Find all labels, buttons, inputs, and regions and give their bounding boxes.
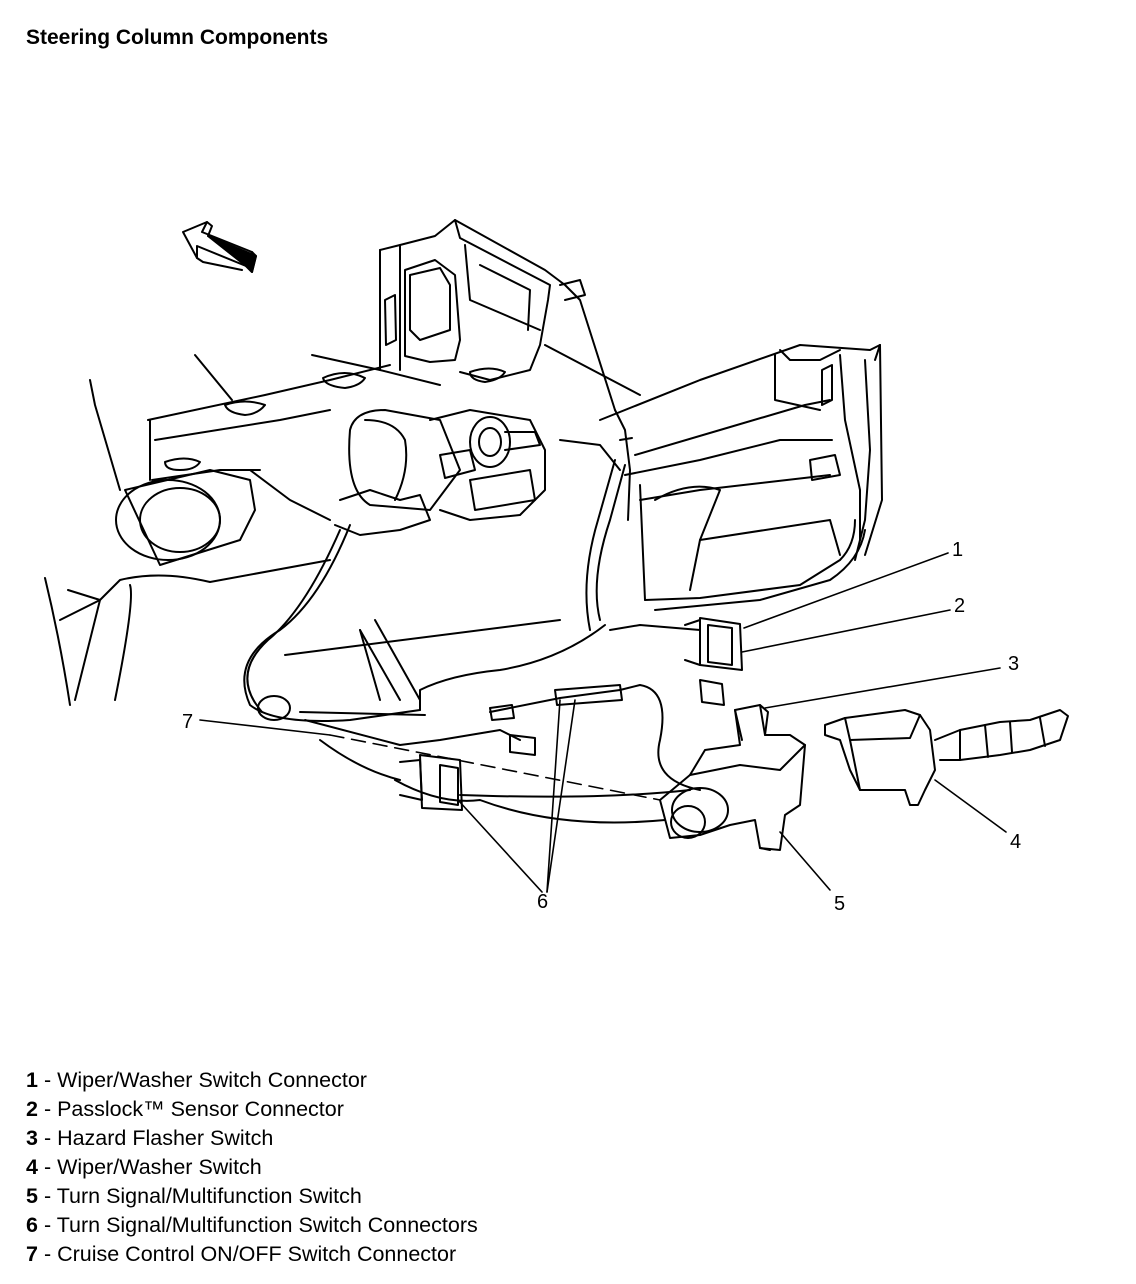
callout-6: 6 xyxy=(537,891,548,913)
callout-7: 7 xyxy=(182,711,193,733)
turn-signal-switch xyxy=(659,704,806,851)
legend-item-5: 5 - Turn Signal/Multifunction Switch xyxy=(26,1184,362,1208)
callout-labels: 1 2 3 4 5 6 7 xyxy=(182,539,1021,915)
direction-arrow-icon xyxy=(182,221,257,273)
legend-item-6: 6 - Turn Signal/Multifunction Switch Con… xyxy=(26,1213,478,1237)
wiring-harness xyxy=(243,459,701,824)
callout-2: 2 xyxy=(954,595,965,617)
callout-3: 3 xyxy=(1008,653,1019,675)
instrument-panel-structure xyxy=(44,219,883,706)
leader-lines xyxy=(199,552,1007,893)
legend: 1 - Wiper/Washer Switch Connector 2 - Pa… xyxy=(26,1066,478,1269)
steering-column-diagram: 1 2 3 4 5 6 7 xyxy=(44,219,1069,915)
legend-item-2: 2 - Passlock™ Sensor Connector xyxy=(26,1097,344,1121)
steering-column xyxy=(249,409,621,536)
diagram-title: Steering Column Components xyxy=(26,26,329,49)
air-vent xyxy=(115,457,256,566)
legend-item-3: 3 - Hazard Flasher Switch xyxy=(26,1126,274,1150)
legend-item-4: 4 - Wiper/Washer Switch xyxy=(26,1155,262,1179)
callout-1: 1 xyxy=(952,539,963,561)
wiper-washer-switch xyxy=(824,709,1069,806)
callout-4: 4 xyxy=(1010,831,1021,853)
legend-item-7: 7 - Cruise Control ON/OFF Switch Connect… xyxy=(26,1242,457,1266)
callout-5: 5 xyxy=(834,893,845,915)
legend-item-1: 1 - Wiper/Washer Switch Connector xyxy=(26,1068,367,1092)
